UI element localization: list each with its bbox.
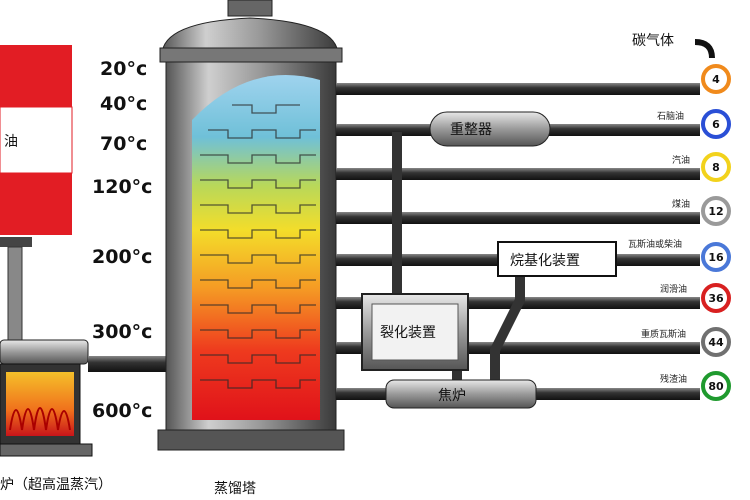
cracker-label: 裂化装置 — [380, 325, 436, 341]
coker-unit — [385, 379, 537, 409]
product-badge: 44 — [701, 327, 731, 357]
product-badge: 12 — [701, 196, 731, 226]
tower-label: 蒸馏塔 — [214, 481, 256, 497]
product-label: 重质瓦斯油 — [641, 328, 686, 340]
badge-number: 4 — [712, 73, 720, 86]
temp-label: 120°c — [92, 176, 152, 198]
badge-number: 80 — [708, 380, 724, 393]
product-label: 汽油 — [672, 154, 690, 166]
furnace — [0, 339, 178, 457]
product-label: 煤油 — [672, 198, 690, 210]
temp-label: 40°c — [100, 93, 147, 115]
product-badge: 8 — [701, 152, 731, 182]
gas-label: 碳气体 — [632, 33, 674, 49]
alkylation-label: 烷基化装置 — [510, 252, 580, 269]
distillation-tower — [157, 0, 345, 451]
product-label: 瓦斯油或柴油 — [628, 238, 682, 250]
badge-number: 44 — [708, 336, 724, 349]
product-label: 润滑油 — [660, 283, 687, 295]
product-label: 残渣油 — [660, 373, 687, 385]
product-label: 石脑油 — [657, 110, 684, 122]
product-badge: 16 — [701, 242, 731, 272]
temp-label: 70°c — [100, 133, 147, 155]
oil-tank-label: 油 — [4, 134, 18, 150]
temp-label: 600°c — [92, 400, 152, 422]
product-badge: 6 — [701, 109, 731, 139]
product-badge: 4 — [701, 64, 731, 94]
temp-label: 20°c — [100, 58, 147, 80]
badge-number: 36 — [708, 292, 724, 305]
badge-number: 16 — [708, 251, 724, 264]
oil-tank — [0, 45, 73, 343]
product-badge: 36 — [701, 283, 731, 313]
product-badge: 80 — [701, 371, 731, 401]
badge-number: 6 — [712, 118, 720, 131]
reformer-unit — [429, 111, 551, 147]
badge-number: 12 — [708, 205, 723, 218]
cracker-unit — [361, 293, 469, 371]
temp-label: 300°c — [92, 321, 152, 343]
coker-label: 焦炉 — [438, 388, 466, 404]
furnace-label: 炉（超高温蒸汽） — [0, 476, 112, 493]
badge-number: 8 — [712, 161, 720, 174]
alkylation-unit — [497, 241, 617, 277]
reformer-label: 重整器 — [450, 122, 492, 138]
temp-label: 200°c — [92, 246, 152, 268]
